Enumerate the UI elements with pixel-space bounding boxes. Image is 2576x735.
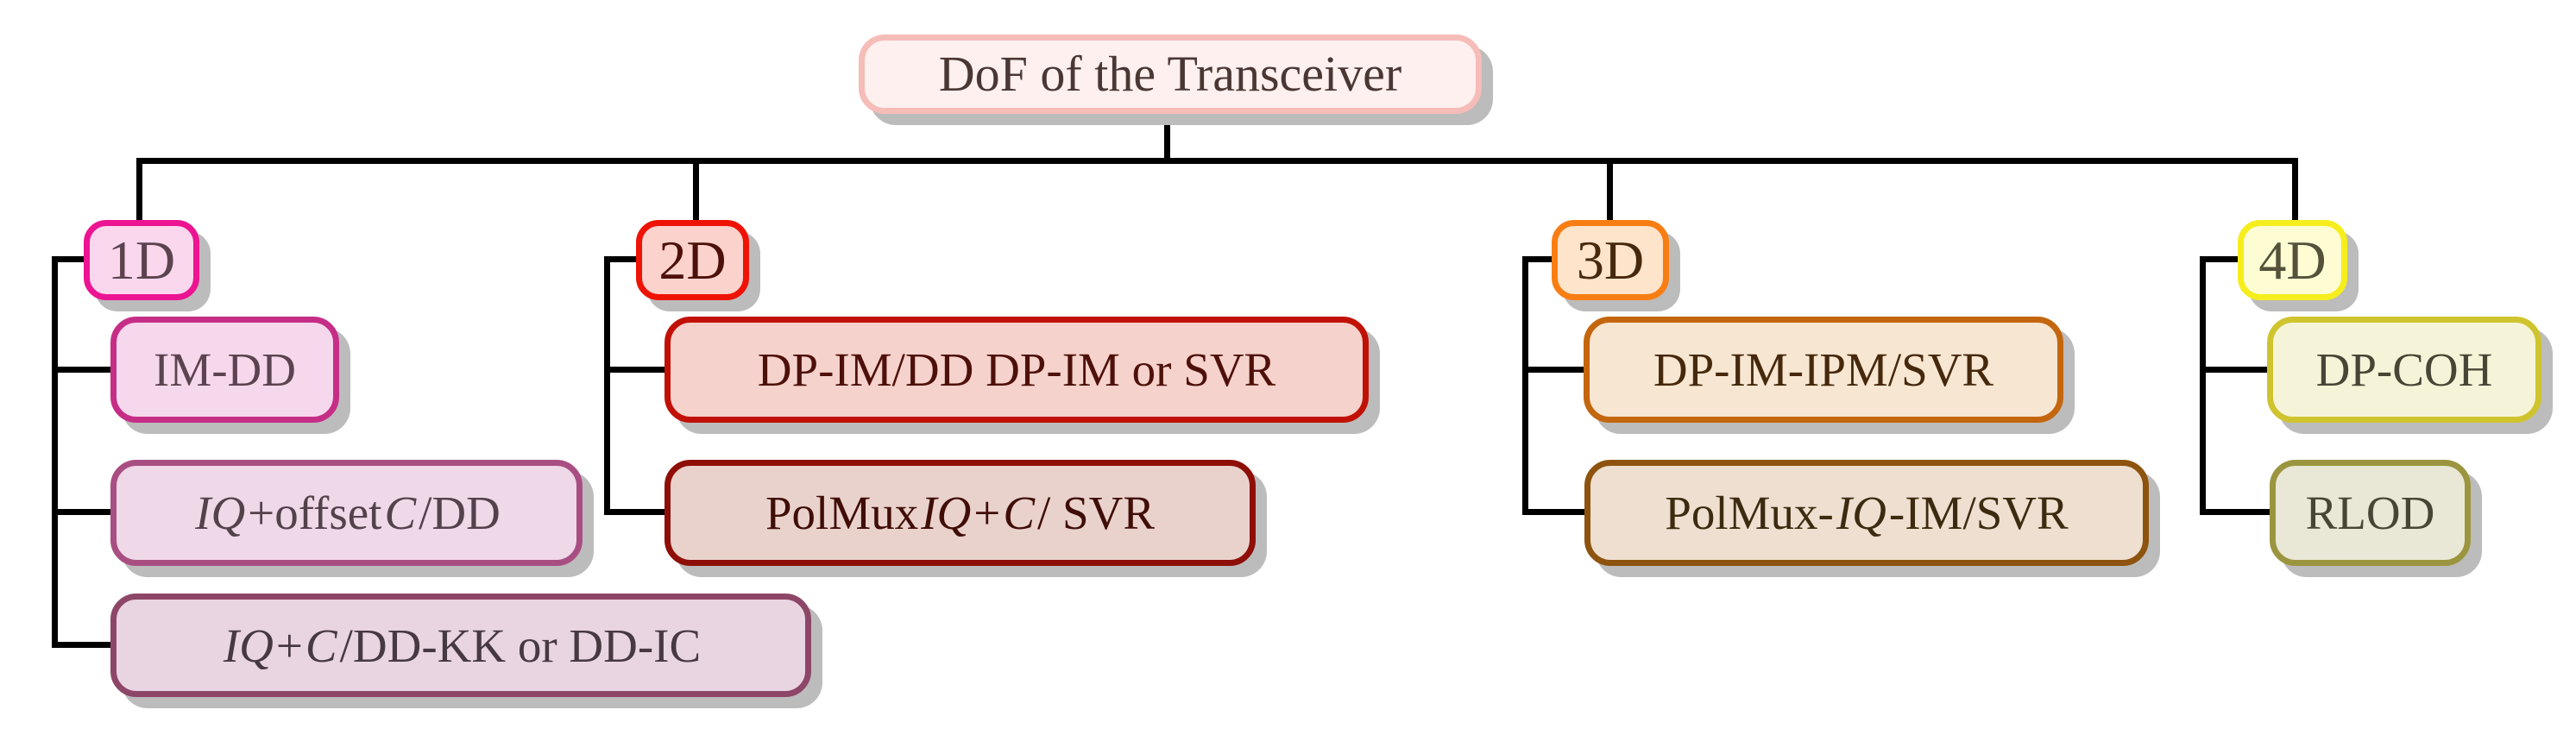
connector-drop-4d [2292,158,2298,222]
connector-root-drop [1164,112,1170,161]
node-polmux-iq-c-svr: PolMux IQ+ C/ SVR [664,460,1256,566]
connector-stub-2d [604,256,643,262]
node-polmux-iq-im-svr: PolMux-IQ-IM/SVR [1584,460,2149,566]
node-dp-im-ipm-svr: DP-IM-IPM/SVR [1584,317,2063,423]
connector-stub-polmux-iq-svr [604,509,671,515]
node-4d: 4D [2238,220,2347,300]
connector-stub-1d [52,256,92,262]
connector-stub-dp-im-dd [604,367,671,373]
connector-drop-1d [136,158,142,222]
connector-stub-rlod [2200,509,2276,515]
node-dp-coh: DP-COH [2267,317,2541,423]
connector-stub-dp-coh [2200,367,2273,373]
node-1d: 1D [84,220,199,300]
connector-stub-im-dd [52,367,117,373]
connector-stub-4d [2200,256,2244,262]
connector-stub-iq-c [52,642,117,648]
connector-spine-2d [604,256,610,515]
node-dp-im-dd-dp-im-or-svr: DP-IM/DD DP-IM or SVR [664,317,1369,423]
connector-stub-dp-im-ipm [1522,367,1590,373]
root-node-dof-transceiver: DoF of the Transceiver [859,35,1482,114]
connector-stub-iq-offsetc [52,509,117,515]
node-iq-c-dd-kk-or-dd-ic: IQ + C/DD-KK or DD-IC [110,594,811,697]
connector-stub-polmux-iq-im [1522,509,1590,515]
connector-drop-2d [693,158,699,222]
node-2d: 2D [636,220,749,300]
node-im-dd: IM-DD [110,317,339,423]
connector-spine-1d [52,256,58,648]
connector-top-rule [136,158,2298,164]
connector-stub-3d [1522,256,1559,262]
connector-drop-3d [1607,158,1613,222]
node-rlod: RLOD [2270,460,2471,566]
connector-spine-4d [2200,256,2206,515]
connector-spine-3d [1522,256,1528,515]
node-3d: 3D [1552,220,1669,300]
